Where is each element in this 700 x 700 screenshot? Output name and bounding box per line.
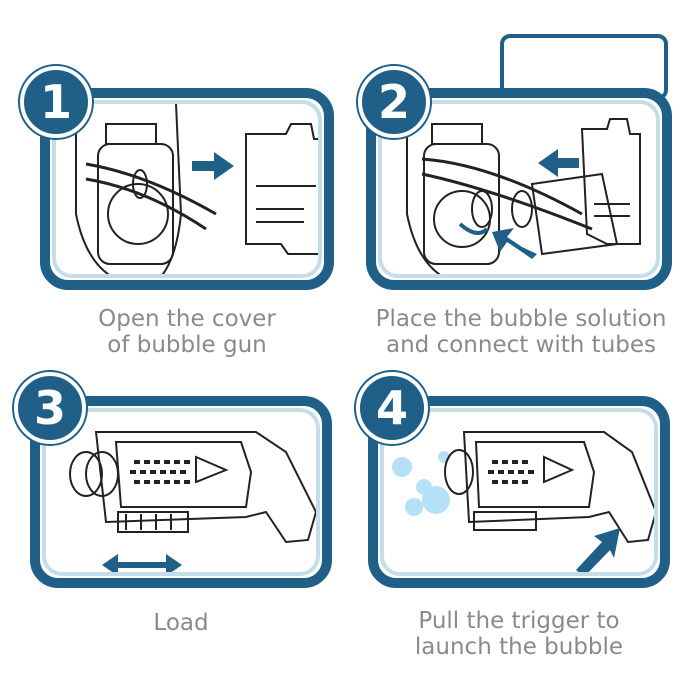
step-4-illustration	[380, 408, 658, 576]
step-1-badge: 1	[20, 66, 92, 138]
step-1-illustration	[52, 100, 322, 278]
step-2-illustration	[378, 100, 660, 278]
step-3-illustration	[42, 408, 320, 576]
step-2-drawing	[406, 104, 641, 274]
bubbles-icon	[392, 451, 450, 516]
step-2-badge: 2	[358, 66, 430, 138]
step-2-caption: Place the bubble solution and connect wi…	[366, 306, 676, 358]
step-1-caption: Open the cover of bubble gun	[40, 306, 334, 358]
step-4-caption-line2: launch the bubble	[414, 634, 624, 660]
step-1-frame	[40, 88, 334, 290]
step-4-frame	[368, 396, 670, 588]
arrow-right-icon	[192, 152, 234, 180]
step-3-caption: Load	[30, 610, 332, 636]
arrow-diagonal-icon	[492, 228, 537, 259]
step-1-caption-line1: Open the cover	[98, 306, 276, 332]
arrow-left-icon	[538, 149, 579, 177]
step-3-badge: 3	[14, 372, 86, 444]
step-2-caption-line1: Place the bubble solution	[375, 306, 667, 332]
rotate-arrow-icon	[458, 222, 489, 235]
step-4-caption: Pull the trigger to launch the bubble	[368, 608, 670, 660]
step-3-drawing	[69, 431, 316, 572]
step-4-drawing	[392, 431, 654, 572]
step-4-caption-line1: Pull the trigger to	[418, 608, 620, 634]
step-3-frame	[30, 396, 332, 588]
step-3-caption-line1: Load	[153, 610, 209, 636]
step-1-drawing	[75, 104, 318, 274]
step-4-badge: 4	[356, 372, 428, 444]
double-arrow-icon	[102, 554, 182, 572]
step-2-caption-line2: and connect with tubes	[385, 332, 656, 358]
trigger-arrow-icon	[576, 528, 620, 572]
step-1-caption-line2: of bubble gun	[107, 332, 267, 358]
